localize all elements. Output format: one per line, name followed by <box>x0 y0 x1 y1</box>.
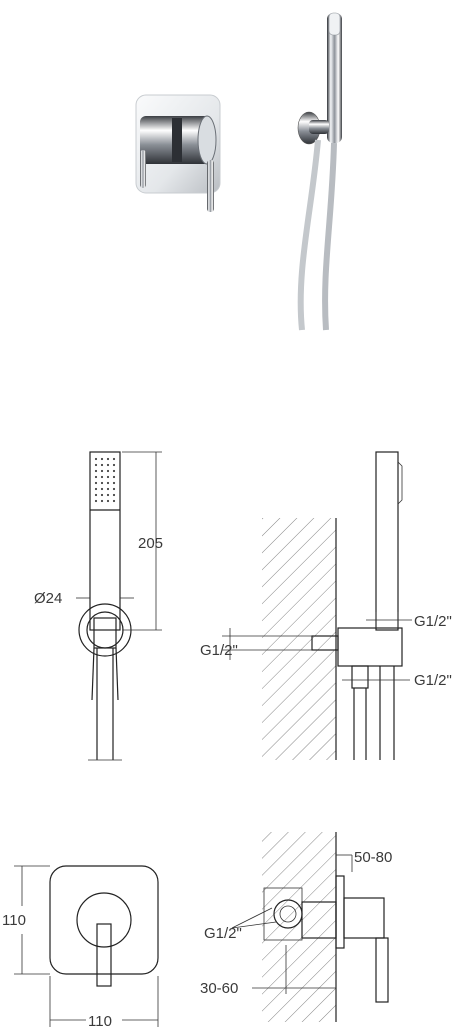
spray-nozzle-dot <box>94 481 98 485</box>
spray-nozzle-dot <box>106 469 110 473</box>
mixer-ring <box>172 118 182 162</box>
side-body <box>343 897 385 939</box>
spray-nozzle-dot <box>94 475 98 479</box>
spray-nozzle-dot <box>94 469 98 473</box>
spray-nozzle-dot <box>94 463 98 467</box>
spray-nozzle-dot <box>100 493 104 497</box>
valve-cartridge-inner <box>279 905 297 923</box>
front-plate-outline <box>49 865 159 975</box>
side-holder-body <box>337 627 403 667</box>
mixer-product-image <box>135 94 221 212</box>
spray-nozzle-dot <box>106 481 110 485</box>
front-lever <box>96 923 112 987</box>
spray-nozzle-dot <box>106 493 110 497</box>
handshower-side-view: G1/2" G1/2" G1/2" <box>200 451 452 760</box>
spray-nozzle-dot <box>100 457 104 461</box>
hose-fitting-r <box>115 647 119 701</box>
spray-nozzle-dot <box>94 487 98 491</box>
spray-nozzle-dot <box>100 481 104 485</box>
wall-hatch-1 <box>262 518 336 760</box>
dim-3060-label: 30-60 <box>200 980 238 997</box>
dim-110h-label: 110 <box>88 1013 112 1027</box>
dim-g-valve-label: G1/2" <box>204 925 242 942</box>
dim-g-left-label: G1/2" <box>200 642 238 659</box>
mixer-lever-shaft <box>140 150 146 188</box>
side-wall-inlet <box>311 635 339 651</box>
dim-110v-label: 110 <box>2 912 26 929</box>
spray-nozzle-dot <box>106 499 110 503</box>
spray-nozzle-dot <box>106 487 110 491</box>
side-hose-nut <box>351 665 369 689</box>
spray-nozzle-dot <box>112 499 116 503</box>
dim-g-top-label: G1/2" <box>414 613 452 630</box>
spray-nozzle-dot <box>100 463 104 467</box>
spray-nozzle-dot <box>100 499 104 503</box>
spray-nozzle-dot <box>112 463 116 467</box>
spray-nozzle-dot <box>112 469 116 473</box>
hose-fitting-l <box>91 647 95 701</box>
spray-nozzle-dot <box>100 469 104 473</box>
handshower-head <box>328 12 341 36</box>
spray-nozzle-dot <box>100 475 104 479</box>
dim-5080-label: 50-80 <box>354 849 392 866</box>
handshower-handle <box>327 13 342 143</box>
mixer-lever <box>207 160 214 212</box>
wall-holder-arm <box>309 120 329 134</box>
spray-nozzle-dot <box>106 475 110 479</box>
side-handshower-outline <box>375 451 399 631</box>
spray-nozzle-dot <box>94 493 98 497</box>
handshower-outline <box>89 451 121 631</box>
shower-hose-loop <box>297 139 321 331</box>
spray-nozzle-grid <box>94 457 116 503</box>
mixer-front-view: 110 110 <box>2 865 159 1027</box>
spray-nozzle-dot <box>112 487 116 491</box>
spray-nozzle-dot <box>106 463 110 467</box>
spray-nozzle-dot <box>112 481 116 485</box>
spray-nozzle-dot <box>94 457 98 461</box>
handshower-front-view: 205 Ø24 <box>34 451 163 761</box>
spray-nozzle-dot <box>112 475 116 479</box>
spray-nozzle-dot <box>106 457 110 461</box>
dim-g-bottom-label: G1/2" <box>414 672 452 689</box>
front-knob <box>76 892 132 948</box>
holder-clip <box>93 617 117 649</box>
shower-hose <box>322 142 337 331</box>
dim-g-valve-leader-1 <box>231 907 273 929</box>
dim-g-valve-leader-2 <box>231 921 277 929</box>
dim-205-label: 205 <box>138 535 163 552</box>
wall-hatch-2 <box>262 832 336 1022</box>
handshower-product-image <box>297 12 342 331</box>
mixer-side-view: 50-80 G1/2" 30-60 <box>200 832 392 1022</box>
side-plate <box>335 875 345 949</box>
spray-nozzle-dot <box>94 499 98 503</box>
side-spray-bump <box>397 461 403 505</box>
dim-24-label: Ø24 <box>34 590 62 607</box>
spray-nozzle-dot <box>112 457 116 461</box>
side-lever <box>375 937 389 1003</box>
spray-nozzle-dot <box>100 487 104 491</box>
spray-nozzle-dot <box>112 493 116 497</box>
mixer-body-end <box>197 115 217 165</box>
